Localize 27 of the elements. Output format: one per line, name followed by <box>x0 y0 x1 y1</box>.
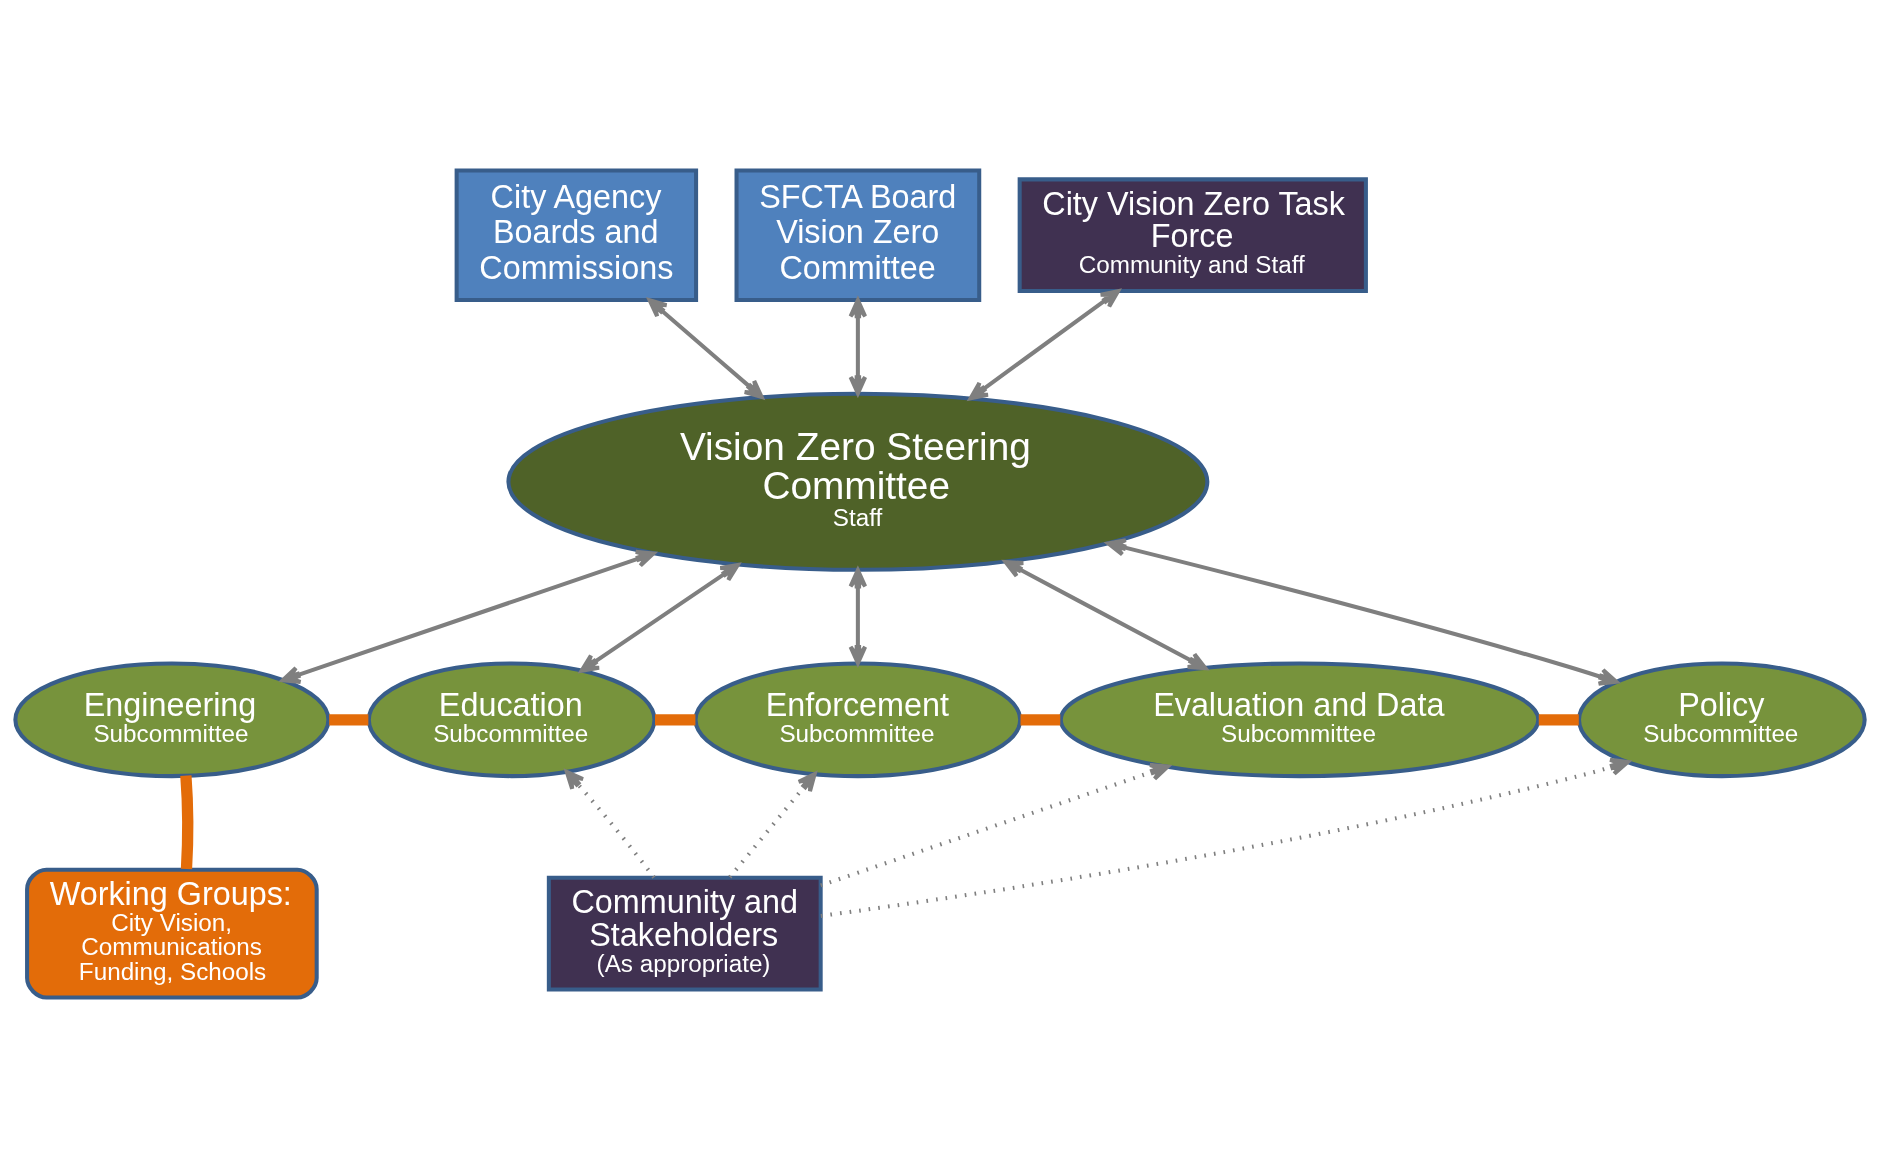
node-ellipse: Enforcement Subcommittee <box>693 661 1023 778</box>
node-ellipse: Education Subcommittee <box>366 661 657 778</box>
node-box: City Vision Zero Task Force Community and Staff <box>1017 176 1368 293</box>
arrow <box>564 769 656 879</box>
connector <box>180 774 194 869</box>
arrow <box>1106 537 1619 686</box>
arrow <box>848 567 868 665</box>
arrow <box>968 288 1121 400</box>
arrow <box>820 757 1630 918</box>
arrow <box>579 562 740 673</box>
arrow <box>728 771 817 878</box>
node-box: Working Groups: City Vision, Communications Funding, Schools <box>25 867 319 1000</box>
arrow <box>820 762 1170 887</box>
arrow <box>1003 559 1208 670</box>
connector <box>329 713 369 725</box>
node-box: SFCTA Board Vision Zero Committee <box>734 167 982 302</box>
node-ellipse: Vision Zero Steering Committee Staff <box>506 391 1210 572</box>
connector <box>1020 713 1061 725</box>
arrow <box>280 549 656 684</box>
connector <box>655 713 696 725</box>
arrow <box>647 297 764 399</box>
node-ellipse: Evaluation and Data Subcommittee <box>1058 661 1541 778</box>
connector <box>1538 713 1579 725</box>
node-box: City Agency Boards and Commissions <box>454 167 699 302</box>
node-box: Community and Stakeholders (As appropriate) <box>546 875 823 991</box>
node-ellipse: Engineering Subcommittee <box>13 661 331 778</box>
arrow <box>848 297 868 395</box>
